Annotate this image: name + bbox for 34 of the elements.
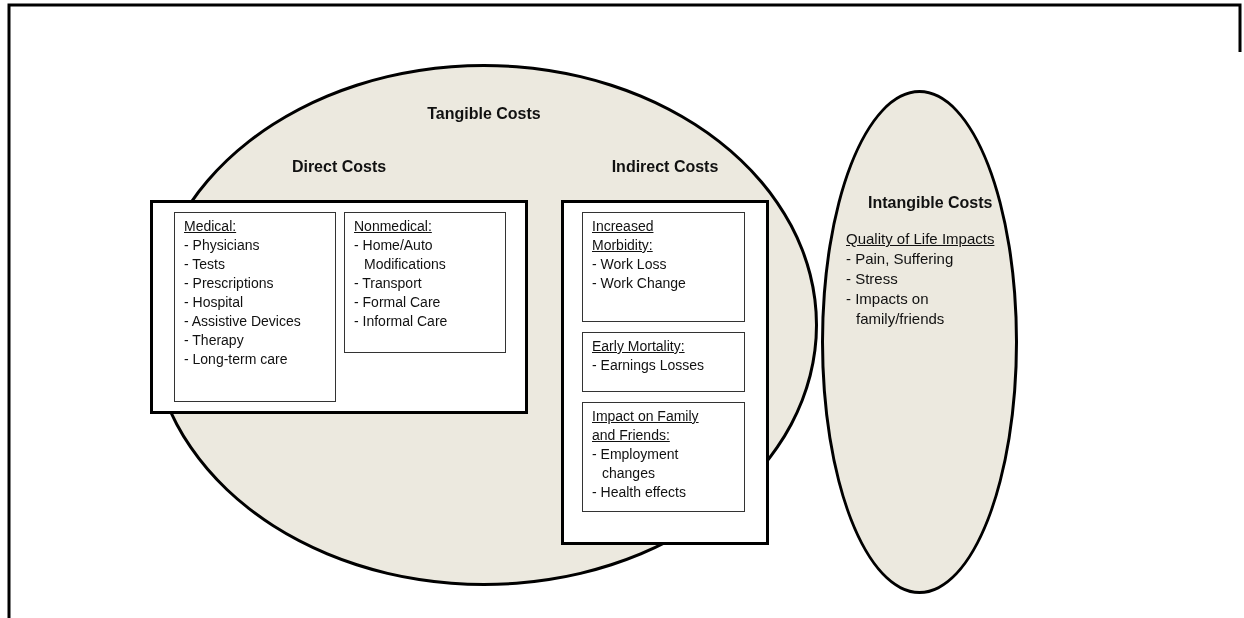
list-item: - Long-term care [184,350,289,369]
list-item: - Therapy [184,331,245,350]
list-item: - Employment changes [592,445,680,483]
list-item: - Home/Auto Modifications [354,236,447,274]
list-item: - Impacts on family/friends [846,289,946,329]
list-item: - Transport [354,274,423,293]
region-title: Tangible Costs [426,105,542,123]
list-heading: Increased Morbidity: [592,217,655,255]
list-item: - Earnings Losses [592,356,706,375]
list-item: - Informal Care [354,312,449,331]
group-heading: Indirect Costs [610,158,720,176]
list-item: - Stress [846,269,899,289]
list-item: - Work Loss [592,255,668,274]
list-item: - Prescriptions [184,274,275,293]
list-item: - Tests [184,255,226,274]
list-heading: Medical: [184,217,237,236]
list-box [582,332,745,392]
list-heading: Quality of Life Impacts [846,229,995,249]
list-item: - Hospital [184,293,245,312]
list-heading: Nonmedical: [354,217,432,236]
list-box [582,212,745,322]
group-heading: Direct Costs [290,158,388,176]
list-item: - Health effects [592,483,687,502]
region-title: Intangible Costs [868,193,993,213]
list-box [582,402,745,512]
list-item: - Pain, Suffering [846,249,955,269]
list-item: - Physicians [184,236,261,255]
list-item: - Assistive Devices [184,312,302,331]
list-item: - Work Change [592,274,687,293]
list-heading: Impact on Family and Friends: [592,407,700,445]
list-item: - Formal Care [354,293,442,312]
list-box [344,212,506,353]
list-box [174,212,336,402]
list-heading: Early Mortality: [592,337,685,356]
